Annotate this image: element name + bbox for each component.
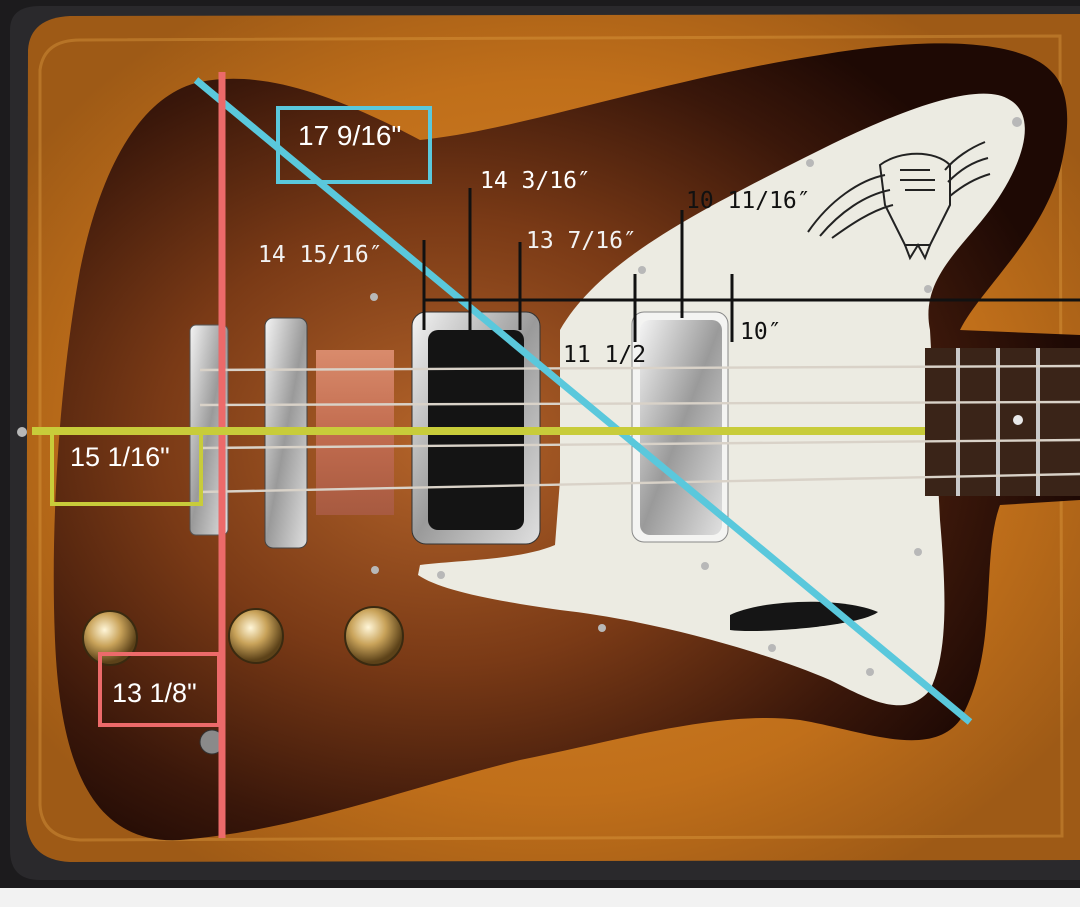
diagonal-measure-line bbox=[193, 77, 973, 725]
measure-14-15-16: 14 15/16″ bbox=[258, 242, 383, 268]
measure-13-7-16: 13 7/16″ bbox=[526, 228, 637, 254]
firebird-emblem-icon bbox=[807, 141, 991, 261]
control-knobs bbox=[82, 606, 404, 755]
frets bbox=[956, 348, 1040, 496]
width-label-box bbox=[50, 430, 203, 506]
diag-label-box bbox=[276, 106, 432, 184]
pickup-switch bbox=[730, 601, 878, 632]
height-label-box bbox=[98, 652, 221, 727]
measure-14-3-16: 14 3/16″ bbox=[480, 168, 591, 194]
fret-marker bbox=[1013, 415, 1023, 425]
bottom-margin bbox=[0, 888, 1080, 907]
screws bbox=[17, 117, 1022, 676]
fretboard bbox=[925, 348, 1080, 496]
body-width-label: 15 1/16" bbox=[70, 442, 170, 472]
plush-highlight bbox=[38, 34, 1064, 842]
reference-ticks bbox=[422, 188, 734, 342]
body-height-label: 13 1/8" bbox=[112, 678, 197, 708]
measure-10-11-16: 10 11/16″ bbox=[686, 188, 811, 214]
measure-10: 10″ bbox=[740, 319, 782, 345]
measure-11-1-2: 11 1/2 bbox=[563, 342, 646, 368]
diag-length-label: 17 9/16" bbox=[298, 120, 401, 151]
